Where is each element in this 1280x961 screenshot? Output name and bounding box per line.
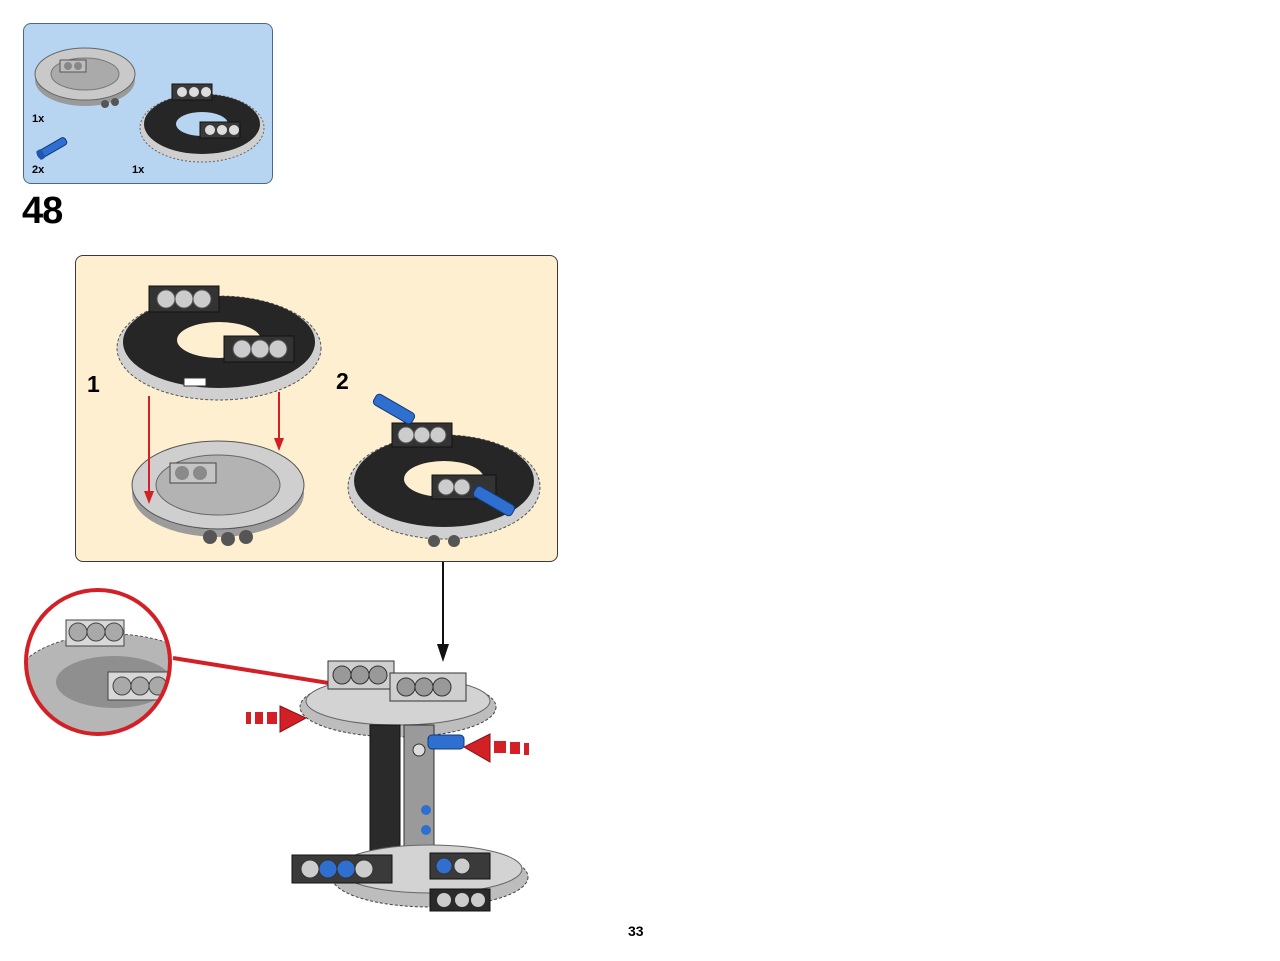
part-quantity: 2x: [32, 164, 45, 176]
sub-step-label: 1: [87, 371, 100, 397]
step-number: 48: [22, 190, 63, 232]
gear-top-illustration: [116, 285, 322, 401]
turntable-gear-top-icon: [139, 83, 265, 163]
part-quantity: 1x: [32, 113, 45, 125]
part-quantity: 1x: [132, 164, 145, 176]
main-model-illustration: [291, 660, 529, 912]
page-number: 33: [628, 923, 644, 939]
insertion-arrow-right: [462, 733, 529, 763]
sub-step-label: 2: [336, 368, 349, 394]
sub-assembly-callout: 1 2: [75, 255, 558, 562]
parts-list-box: 1x 2x 1x: [23, 23, 273, 184]
detail-magnifier: [24, 588, 172, 736]
insertion-arrow-left: [246, 705, 308, 733]
blue-axle-pin-icon: [36, 137, 68, 160]
turntable-base-icon: [34, 47, 136, 108]
gear-with-pins-illustration: [347, 393, 541, 547]
turntable-base-illustration: [131, 440, 305, 546]
red-placement-arrow: [144, 392, 284, 504]
